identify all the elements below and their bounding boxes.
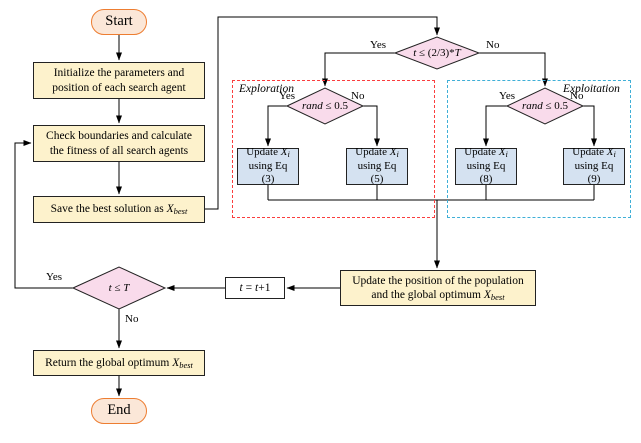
arrow-cond2-yes-loop	[14, 140, 73, 289]
start-node: Start	[91, 9, 147, 35]
eq8-text: using Eq (8)	[466, 159, 506, 186]
return-best-node: Return the global optimum Xbest	[33, 350, 205, 376]
end-node: End	[91, 398, 147, 424]
eq9-text: using Eq (9)	[574, 159, 614, 186]
arrow-randA-no	[363, 105, 380, 147]
upos-line1: Update the position of the population	[352, 274, 524, 287]
var-x: X	[498, 146, 506, 159]
var-x: X	[606, 146, 614, 159]
var-rand: rand	[521, 100, 543, 112]
exploitation-region	[447, 80, 631, 218]
sub-best: best	[490, 291, 505, 302]
var-x: X	[483, 288, 491, 301]
update-text: Update	[246, 146, 281, 159]
sub-i: i	[505, 149, 508, 160]
exploitation-label: Exploitation	[563, 83, 620, 95]
decision-rand-exploitation	[505, 87, 585, 125]
cond2-operator: ≤	[111, 282, 124, 294]
decision-rand-exploration	[285, 87, 365, 125]
var-T: T	[123, 282, 130, 294]
arrow-randB-yes	[483, 105, 507, 147]
arrow-save-to-cond1	[205, 16, 440, 210]
condition-rand-exploitation-label: rand ≤ 0.5	[507, 100, 583, 112]
var-x: X	[389, 146, 397, 159]
rand-operator: ≤ 0.5	[542, 100, 569, 112]
check-fitness-node: Check boundaries and calculate the fitne…	[33, 125, 205, 162]
decision-t-two-thirds-T	[393, 36, 481, 70]
update-text: Update	[355, 146, 390, 159]
decision-t-le-T	[71, 266, 167, 310]
increment-t-label: t = t+1	[240, 281, 271, 295]
sub-i: i	[396, 149, 399, 160]
cond1-operator: ≤ (2/3)*	[416, 47, 455, 59]
randA-no-label: No	[351, 90, 365, 102]
return-best-label: Return the global optimum Xbest	[45, 356, 193, 370]
randA-yes-label: Yes	[279, 90, 296, 102]
eq5-text: using Eq (5)	[357, 159, 397, 186]
cond1-no-label: No	[486, 39, 500, 51]
exploration-region	[232, 80, 435, 218]
initialize-node: Initialize the parameters and position o…	[33, 62, 205, 99]
var-x: X	[280, 146, 288, 159]
randB-yes-label: Yes	[499, 90, 516, 102]
randB-no-label: No	[570, 90, 584, 102]
var-t: t	[239, 281, 243, 294]
save-best-node: Save the best solution as Xbest	[33, 196, 205, 223]
update-text: Update	[572, 146, 607, 159]
var-t: t	[255, 281, 259, 294]
equals-text: =	[242, 281, 255, 294]
cond2-yes-label: Yes	[46, 271, 63, 283]
return-text: Return the global optimum	[45, 356, 173, 369]
exploration-label: Exploration	[239, 83, 294, 95]
condition-t-le-T-label: t ≤ T	[79, 282, 159, 294]
plus-one-text: +1	[258, 281, 271, 294]
arrow-cond1-yes	[322, 52, 395, 87]
var-T: T	[454, 47, 461, 59]
save-best-label: Save the best solution as Xbest	[51, 202, 188, 216]
rand-operator: ≤ 0.5	[322, 100, 349, 112]
sub-i: i	[287, 149, 290, 160]
arrow-cond1-no	[479, 52, 548, 87]
upos-line2: and the global optimum	[371, 288, 484, 301]
condition-t-two-thirds-T-label: t ≤ (2/3)*T	[395, 47, 479, 59]
condition-rand-exploration-label: rand ≤ 0.5	[287, 100, 363, 112]
sub-best: best	[179, 359, 193, 370]
sub-i: i	[613, 149, 616, 160]
var-t: t	[413, 47, 417, 59]
cond1-yes-label: Yes	[370, 39, 387, 51]
cond2-no-label: No	[125, 313, 139, 325]
update-text: Update	[464, 146, 499, 159]
var-t: t	[108, 282, 112, 294]
arrow-randB-no	[583, 105, 597, 147]
var-x: X	[166, 203, 174, 216]
save-best-text: Save the best solution as	[50, 203, 167, 216]
eq3-text: using Eq (3)	[248, 159, 288, 186]
increment-t-node: t = t+1	[225, 277, 285, 299]
var-rand: rand	[301, 100, 323, 112]
var-x: X	[172, 356, 180, 369]
sub-best: best	[173, 206, 188, 217]
arrow-randA-yes	[265, 105, 287, 147]
